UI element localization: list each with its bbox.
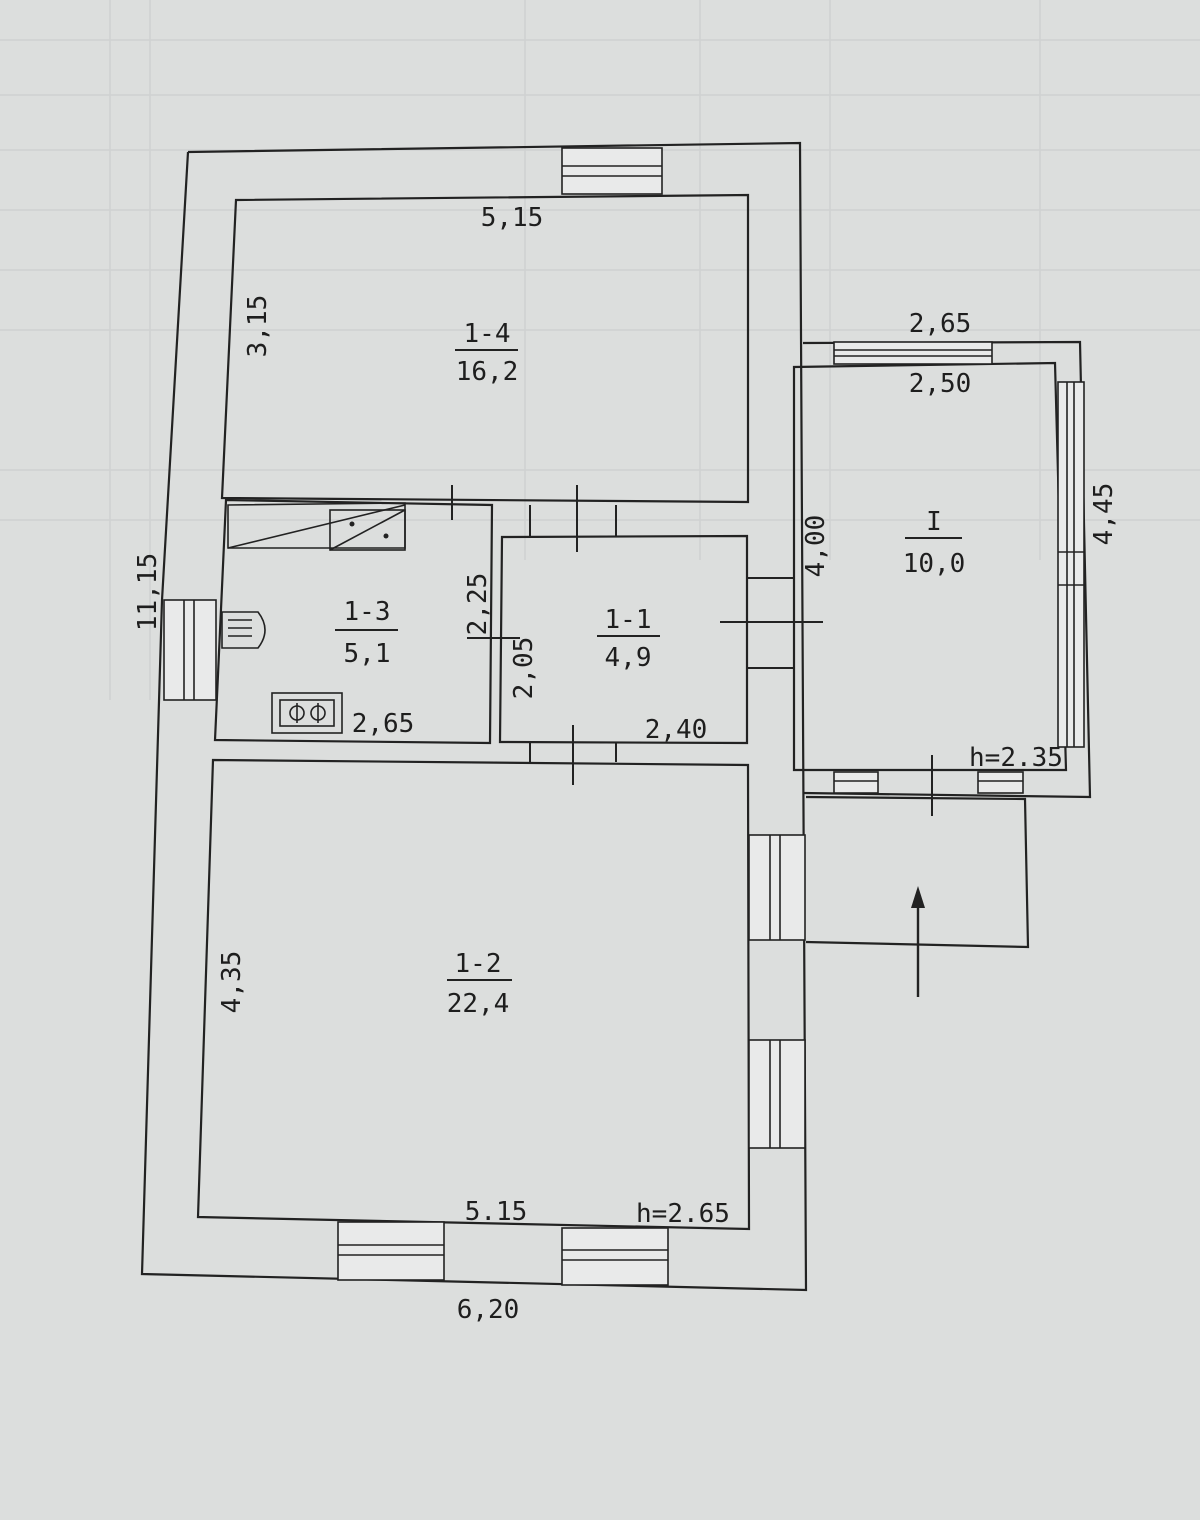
entrance-arrow-icon bbox=[911, 886, 925, 997]
dim-room14-depth: 3,15 bbox=[243, 295, 273, 358]
room-area: 10,0 bbox=[903, 549, 966, 579]
room-1-4-outline bbox=[220, 193, 750, 504]
dim-room13-width: 2,65 bbox=[352, 709, 415, 739]
room-id: I bbox=[926, 507, 942, 537]
room-label-1-3: 1-3 5,1 bbox=[335, 597, 398, 669]
dim-room12-depth: 4,35 bbox=[217, 951, 247, 1014]
dim-annex-outer-depth: 4,45 bbox=[1089, 483, 1119, 546]
window-left bbox=[163, 599, 217, 701]
room-id: 1-3 bbox=[344, 597, 391, 627]
dim-room14-width: 5,15 bbox=[481, 203, 544, 233]
room-label-I: I 10,0 bbox=[903, 507, 966, 579]
height-annex: h=2.35 bbox=[969, 743, 1063, 773]
height-main: h=2.65 bbox=[636, 1199, 730, 1229]
window-bottom-left bbox=[337, 1221, 445, 1281]
dim-total-depth: 11,15 bbox=[133, 553, 163, 631]
dim-room12-width: 5.15 bbox=[465, 1197, 528, 1227]
dim-annex-inner-width: 2,50 bbox=[909, 369, 972, 399]
window-annex-bottom bbox=[833, 771, 1024, 794]
window-bottom-right bbox=[561, 1227, 669, 1286]
room-area: 5,1 bbox=[344, 639, 391, 669]
door-markers bbox=[451, 485, 933, 816]
room-1-2-outline bbox=[196, 758, 751, 1231]
room-area: 22,4 bbox=[447, 989, 510, 1019]
room-label-1-1: 1-1 4,9 bbox=[597, 605, 660, 673]
room-label-1-4: 1-4 16,2 bbox=[455, 319, 518, 387]
dim-total-width: 6,20 bbox=[457, 1295, 520, 1325]
room-id: 1-2 bbox=[455, 949, 502, 979]
room-label-1-2: 1-2 22,4 bbox=[447, 949, 512, 1019]
window-right-lower bbox=[748, 1039, 806, 1149]
dim-room11-width: 2,40 bbox=[645, 715, 708, 745]
main-house-outline bbox=[140, 141, 808, 1292]
window-annex-right bbox=[1057, 381, 1085, 748]
window-annex-top bbox=[833, 341, 993, 365]
dim-annex-outer-width: 2,65 bbox=[909, 309, 972, 339]
window-top bbox=[561, 147, 663, 195]
room-id: 1-4 bbox=[464, 319, 511, 349]
window-right-upper bbox=[748, 834, 806, 941]
dim-annex-inner-depth: 4,00 bbox=[801, 515, 831, 578]
stove-icon bbox=[227, 502, 406, 551]
sink-icon bbox=[221, 611, 266, 649]
dim-room13-depth: 2,25 bbox=[463, 573, 493, 636]
background-form-grid bbox=[0, 0, 1200, 700]
room-area: 16,2 bbox=[456, 357, 519, 387]
dim-room11-depth: 2,05 bbox=[509, 637, 539, 700]
gas-cooker-icon bbox=[271, 692, 343, 734]
room-id: 1-1 bbox=[605, 605, 652, 635]
room-area: 4,9 bbox=[605, 643, 652, 673]
room-1-1-outline bbox=[498, 534, 749, 745]
